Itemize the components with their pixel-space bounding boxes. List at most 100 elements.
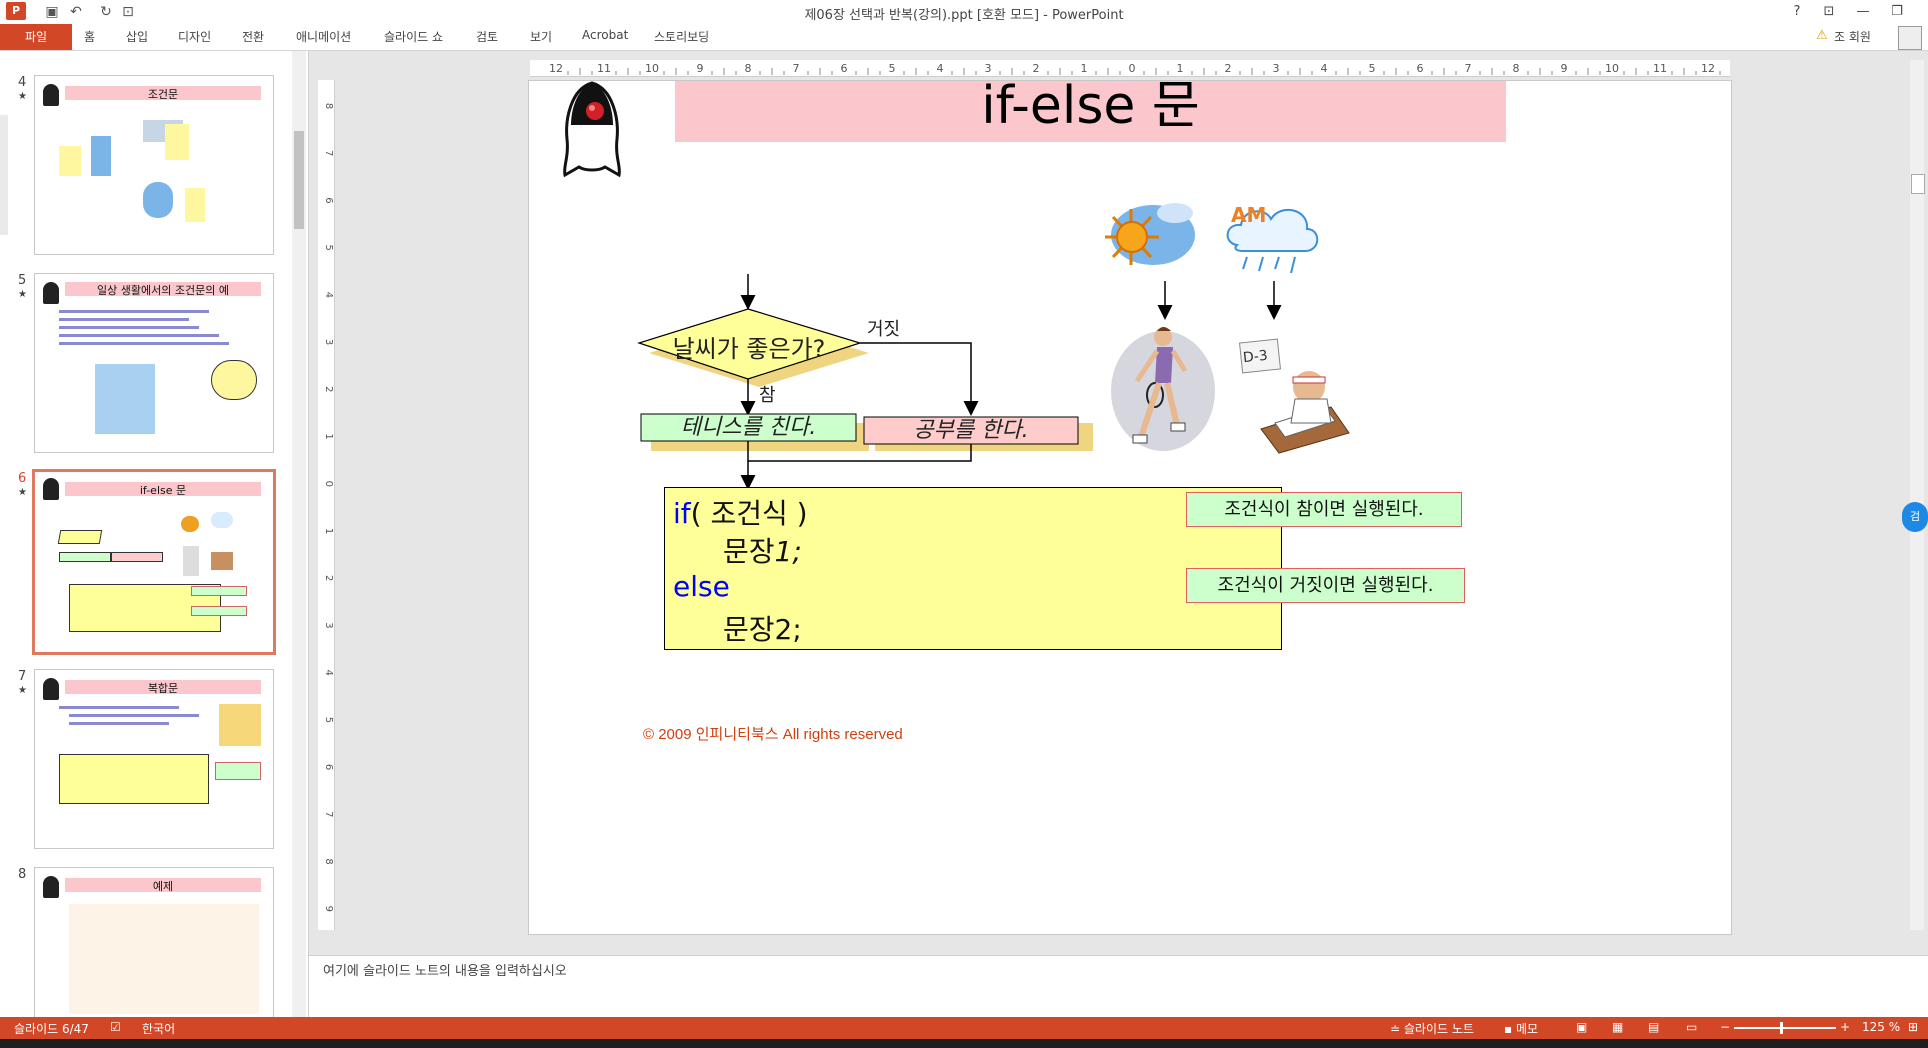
zoom-in-icon[interactable]: + (1840, 1020, 1851, 1034)
zoom-out-icon[interactable]: − (1720, 1020, 1731, 1034)
help-button[interactable]: ? (1793, 4, 1801, 19)
window-title: 제06장 선택과 반복(강의).ppt [호환 모드] - PowerPoint (804, 8, 1124, 23)
java-mascot-icon (43, 478, 59, 500)
java-mascot-icon (43, 678, 59, 700)
java-mascot-icon (43, 876, 59, 898)
save-icon[interactable]: ▣ (45, 4, 59, 20)
tab-slideshow[interactable]: 슬라이드 쇼 (384, 30, 444, 44)
notes-pane[interactable]: 여기에 슬라이드 노트의 내용을 입력하십시오 (309, 955, 1928, 1018)
avatar[interactable] (1898, 26, 1922, 50)
d3-label: D-3 (1242, 347, 1269, 367)
ribbon-tabs: 파일 홈 삽입 디자인 전환 애니메이션 슬라이드 쇼 검토 보기 Acroba… (0, 24, 1928, 51)
notes-placeholder[interactable]: 여기에 슬라이드 노트의 내용을 입력하십시오 (323, 964, 567, 979)
ruler-label: 9 (1561, 62, 1568, 75)
minimize-button[interactable]: — (1856, 4, 1870, 19)
comment-icon: ▪ (1504, 1022, 1516, 1036)
ruler-label: 7 (323, 811, 334, 817)
thumbnail-scrollbar[interactable] (292, 51, 306, 1017)
ruler-label: 8 (745, 62, 752, 75)
restore-button[interactable]: ❐ (1891, 4, 1903, 19)
slide-counter: 슬라이드 6/47 (14, 1022, 89, 1036)
ruler-label: 1 (1177, 62, 1184, 75)
zoom-level[interactable]: 125 % (1862, 1020, 1901, 1034)
tab-animations[interactable]: 애니메이션 (296, 30, 352, 44)
thumb-title: 조건문 (65, 86, 261, 101)
spellcheck-icon[interactable]: ☑ (110, 1020, 121, 1034)
tab-transitions[interactable]: 전환 (242, 30, 265, 44)
tab-view[interactable]: 보기 (530, 30, 553, 44)
thumb-text-line (59, 326, 199, 329)
normal-view-icon[interactable]: ▣ (1576, 1020, 1588, 1034)
ruler-label: 6 (323, 764, 334, 770)
thumb-title: if-else 문 (65, 482, 261, 497)
thumb-number: 6 (18, 471, 27, 486)
scrollbar-thumb[interactable] (294, 131, 304, 229)
copyright-text: © 2009 인피니티북스 All rights reserved (643, 726, 903, 743)
false-label: 거짓 (867, 319, 901, 340)
slide-thumbnail[interactable]: 조건문 (34, 75, 274, 255)
notes-icon: ≐ (1390, 1022, 1404, 1036)
tab-storyboarding[interactable]: 스토리보딩 (654, 30, 710, 44)
scrollbar-thumb[interactable] (1911, 174, 1925, 194)
comments-button[interactable]: ▪ 메모 (1504, 1020, 1538, 1037)
slideshow-view-icon[interactable]: ▭ (1686, 1020, 1698, 1034)
language-indicator[interactable]: 한국어 (142, 1022, 176, 1036)
undo-icon[interactable]: ↶ (70, 4, 82, 20)
thumb-text-line (59, 318, 189, 321)
fit-slide-icon[interactable]: ⊞ (1908, 1020, 1919, 1034)
slide-title-bg (675, 81, 1506, 142)
thumb-text-line (59, 334, 219, 337)
zoom-slider[interactable] (1734, 1022, 1836, 1034)
thumb-number: 4 (18, 75, 27, 90)
present-icon[interactable]: ⊡ (122, 4, 134, 20)
ruler-label: 8 (323, 103, 334, 109)
tab-design[interactable]: 디자인 (178, 30, 212, 44)
thumb-text-line (59, 342, 229, 345)
tab-insert[interactable]: 삽입 (126, 30, 149, 44)
tennis-player-icon (1111, 327, 1215, 451)
redo-icon[interactable]: ↻ (100, 4, 112, 20)
slide-thumbnail[interactable]: 복합문 (34, 669, 274, 849)
reading-view-icon[interactable]: ▤ (1648, 1020, 1660, 1034)
assistant-button[interactable]: 검 (1902, 502, 1928, 532)
thumb-cloud (211, 512, 233, 528)
statement1-text: 문장 (723, 535, 775, 568)
ruler-label: 5 (1369, 62, 1376, 75)
rainy-weather-icon (1226, 209, 1319, 274)
true-action-box: 테니스를 친다. (680, 415, 817, 440)
ribbon-display-icon[interactable]: ⊡ (1823, 4, 1835, 19)
thumb-figure (219, 704, 261, 746)
powerpoint-logo-icon: P (6, 2, 26, 20)
thumb-text-line (59, 310, 209, 313)
notes-toggle-button[interactable]: ≐ 슬라이드 노트 (1390, 1020, 1474, 1037)
if-keyword: if (673, 497, 691, 530)
ruler-label: 4 (937, 62, 944, 75)
tab-review[interactable]: 검토 (476, 30, 499, 44)
ruler-label: 2 (1225, 62, 1232, 75)
ruler-label: 6 (841, 62, 848, 75)
callout-false: 조건식이 거짓이면 실행된다. (1186, 568, 1465, 603)
slide-sorter-icon[interactable]: ▦ (1612, 1020, 1624, 1034)
user-name[interactable]: 조 회원 (1834, 30, 1871, 44)
thumb-callout (191, 606, 247, 616)
thumb-box (111, 552, 163, 562)
zoom-slider-thumb[interactable] (1780, 1022, 1783, 1034)
tab-acrobat[interactable]: Acrobat (582, 28, 629, 42)
tab-file[interactable]: 파일 (0, 24, 72, 50)
sunny-weather-icon (1105, 203, 1195, 265)
tab-home[interactable]: 홈 (84, 30, 96, 44)
ruler-label: 1 (1081, 62, 1088, 75)
slide-thumbnail-selected[interactable]: if-else 문 (32, 469, 276, 655)
slide-scrollbar[interactable] (1910, 60, 1925, 930)
slide-thumbnail[interactable]: 예제 (34, 867, 274, 1019)
slide-thumbnail[interactable]: 일상 생활에서의 조건문의 예 (34, 273, 274, 453)
thumb-figure (143, 182, 173, 218)
slide-canvas[interactable]: if-else 문 (528, 80, 1732, 935)
thumb-box (59, 552, 111, 562)
thumb-callout (191, 586, 247, 596)
thumb-text-line (69, 722, 169, 725)
flowchart (637, 274, 1282, 633)
